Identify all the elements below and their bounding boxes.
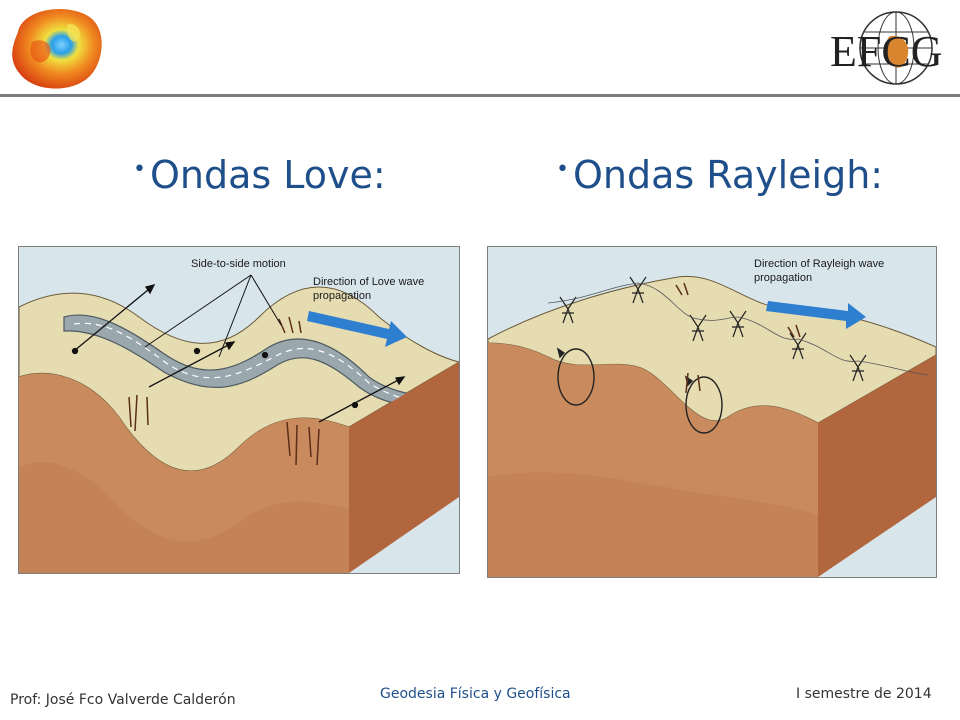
geoid-globe-logo: [4, 2, 110, 94]
bullet-love-title: •Ondas Love:: [133, 146, 386, 199]
rayleigh-direction-label-line1: Direction of Rayleigh wave: [754, 258, 884, 270]
footer-term: I semestre de 2014: [796, 686, 932, 702]
side-to-side-motion-label: Side-to-side motion: [191, 258, 286, 270]
rayleigh-direction-label-line2: propagation: [754, 272, 812, 284]
rayleigh-wave-diagram: Direction of Rayleigh wave propagation: [487, 246, 937, 578]
love-direction-label-line1: Direction of Love wave: [313, 276, 424, 288]
bullet-dot: •: [556, 157, 569, 182]
header-divider: [0, 94, 960, 97]
bullet-rayleigh-title: •Ondas Rayleigh:: [556, 146, 883, 199]
efcg-logo: EFCG: [826, 6, 956, 92]
love-wave-diagram: Side-to-side motion Direction of Love wa…: [18, 246, 460, 574]
love-direction-label-line2: propagation: [313, 290, 371, 302]
efcg-logo-text: EFCG: [830, 27, 942, 76]
bullet-love-text: Ondas Love:: [149, 153, 386, 197]
footer-course: Geodesia Física y Geofísica: [380, 686, 571, 702]
bullet-rayleigh-text: Ondas Rayleigh:: [572, 153, 884, 197]
bullet-dot: •: [133, 157, 146, 182]
footer-author: Prof: José Fco Valverde Calderón: [10, 692, 236, 708]
